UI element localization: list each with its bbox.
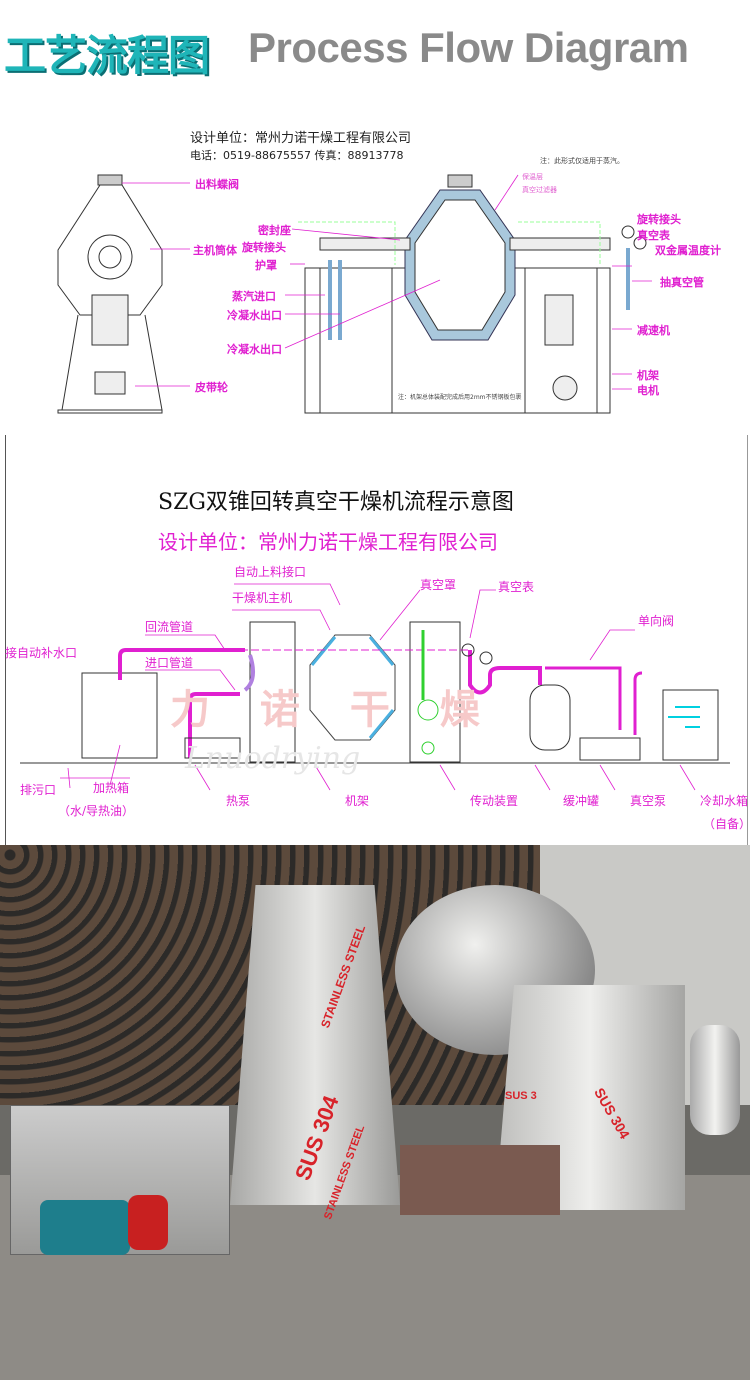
buffer-tank: [690, 1025, 740, 1135]
pump-head: [128, 1195, 168, 1250]
label-motor: 电机: [637, 384, 659, 397]
label-frame-2: 机架: [345, 794, 370, 808]
label-vacuum-gauge-2: 真空表: [498, 580, 535, 594]
label-heating-medium: （水/导热油）: [58, 804, 135, 818]
product-photo: SUS 304 STAINLESS STEEL STAINLESS STEEL …: [0, 845, 750, 1380]
label-rotary-joint-left: 旋转接头: [242, 241, 286, 254]
label-vacuum-hood: 真空罩: [420, 578, 457, 592]
d1-company: 设计单位：常州力诺干燥工程有限公司: [190, 131, 412, 146]
label-return-pipe: 回流管道: [145, 620, 194, 634]
label-steam-inlet: 蒸汽进口: [232, 290, 276, 303]
label-bimetal-thermometer: 双金属温度计: [655, 244, 721, 257]
label-vacuum-filter: 真空过滤器: [522, 186, 557, 194]
label-frame: 机架: [637, 369, 659, 382]
label-vacuum-pipe: 抽真空管: [660, 276, 704, 289]
label-belt-pulley: 皮带轮: [195, 381, 228, 394]
label-main-cylinder: 主机筒体: [193, 244, 237, 257]
label-drain: 排污口: [20, 783, 57, 797]
label-discharge-valve: 出料蝶阀: [195, 178, 239, 191]
process-flow-svg: [20, 583, 730, 791]
label-cooling-tank: 冷却水箱: [700, 794, 749, 808]
label-dryer-main: 干燥机主机: [232, 591, 293, 605]
left-frame: [230, 885, 400, 1205]
process-flow-company: 设计单位：常州力诺干燥工程有限公司: [158, 530, 498, 554]
watermark-en: Lnuodrying: [185, 741, 361, 776]
header-title-en: Process Flow Diagram: [248, 24, 689, 71]
side-cylinder-shape: [57, 184, 163, 316]
label-inlet-pipe: 进口管道: [145, 656, 194, 670]
process-flow-box: [5, 435, 748, 845]
label-reducer: 减速机: [637, 324, 670, 337]
pump-motor: [40, 1200, 130, 1255]
label-insulation: 保温层: [522, 173, 543, 181]
sticker-grade-short: SUS 3: [505, 1090, 537, 1102]
label-vacuum-gauge: 真空表: [637, 229, 670, 242]
d1-note-top: 注：此形式仅适用于蒸汽。: [540, 157, 624, 165]
label-rotary-joint-right: 旋转接头: [637, 213, 681, 226]
process-flow-title: SZG双锥回转真空干燥机流程示意图: [158, 490, 514, 515]
header-title-cn: 工艺流程图: [4, 31, 210, 80]
label-auto-water-port: 接自动补水口: [5, 646, 78, 660]
label-seal-seat: 密封座: [258, 224, 291, 237]
label-check-valve: 单向阀: [638, 614, 675, 628]
equipment-drawing-svg: [57, 174, 652, 414]
d1-note-bottom: 注：机架总体装配完成后用2mm不锈钢板包裹: [398, 394, 522, 401]
label-auto-feed-port: 自动上料接口: [234, 565, 307, 579]
page-header: 工艺流程图 Process Flow Diagram: [0, 0, 750, 90]
base-tray: [400, 1145, 560, 1215]
discharge-valve-shape: [97, 174, 123, 186]
label-heat-pump: 热泵: [226, 794, 251, 808]
label-condensate-outlet-2: 冷凝水出口: [227, 343, 282, 356]
label-vacuum-pump: 真空泵: [630, 794, 667, 808]
label-guard: 护罩: [255, 259, 277, 272]
label-self-provided: （自备）: [703, 817, 750, 831]
watermark-cn: 力 诺 干 燥: [170, 686, 498, 733]
d1-contact: 电话：0519-88675557 传真：88913778: [190, 149, 404, 162]
label-heating-tank: 加热箱: [93, 781, 130, 795]
label-condensate-outlet-1: 冷凝水出口: [227, 309, 282, 322]
heating-tank-shape: [81, 672, 158, 759]
label-buffer-tank: 缓冲罐: [563, 794, 600, 808]
label-transmission: 传动装置: [470, 794, 519, 808]
